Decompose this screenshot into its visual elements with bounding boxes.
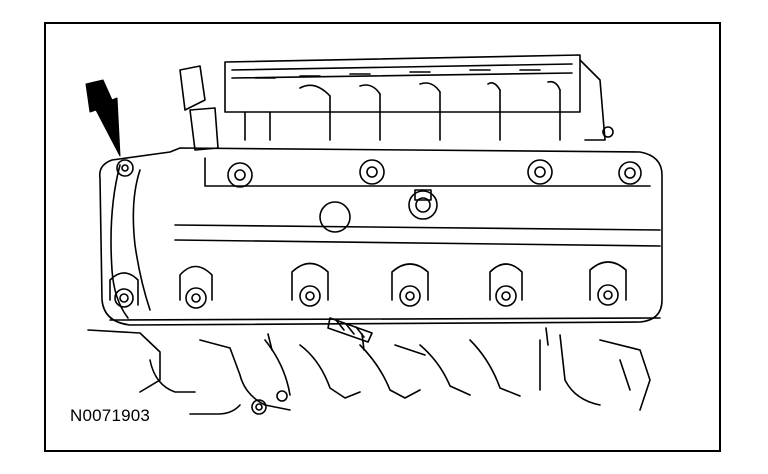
indicator-arrow-icon xyxy=(85,79,121,157)
exhaust-manifold xyxy=(87,327,651,415)
lower-bolts xyxy=(109,261,627,309)
valve-cover xyxy=(98,147,663,326)
reference-leader-line xyxy=(189,404,241,415)
figure-frame xyxy=(44,22,721,452)
dipstick-tube xyxy=(327,317,373,343)
figure-reference-number: N0071903 xyxy=(70,406,151,425)
upper-bolts xyxy=(116,159,642,188)
oil-fill-cap xyxy=(319,189,438,233)
intake-manifold xyxy=(179,54,614,151)
